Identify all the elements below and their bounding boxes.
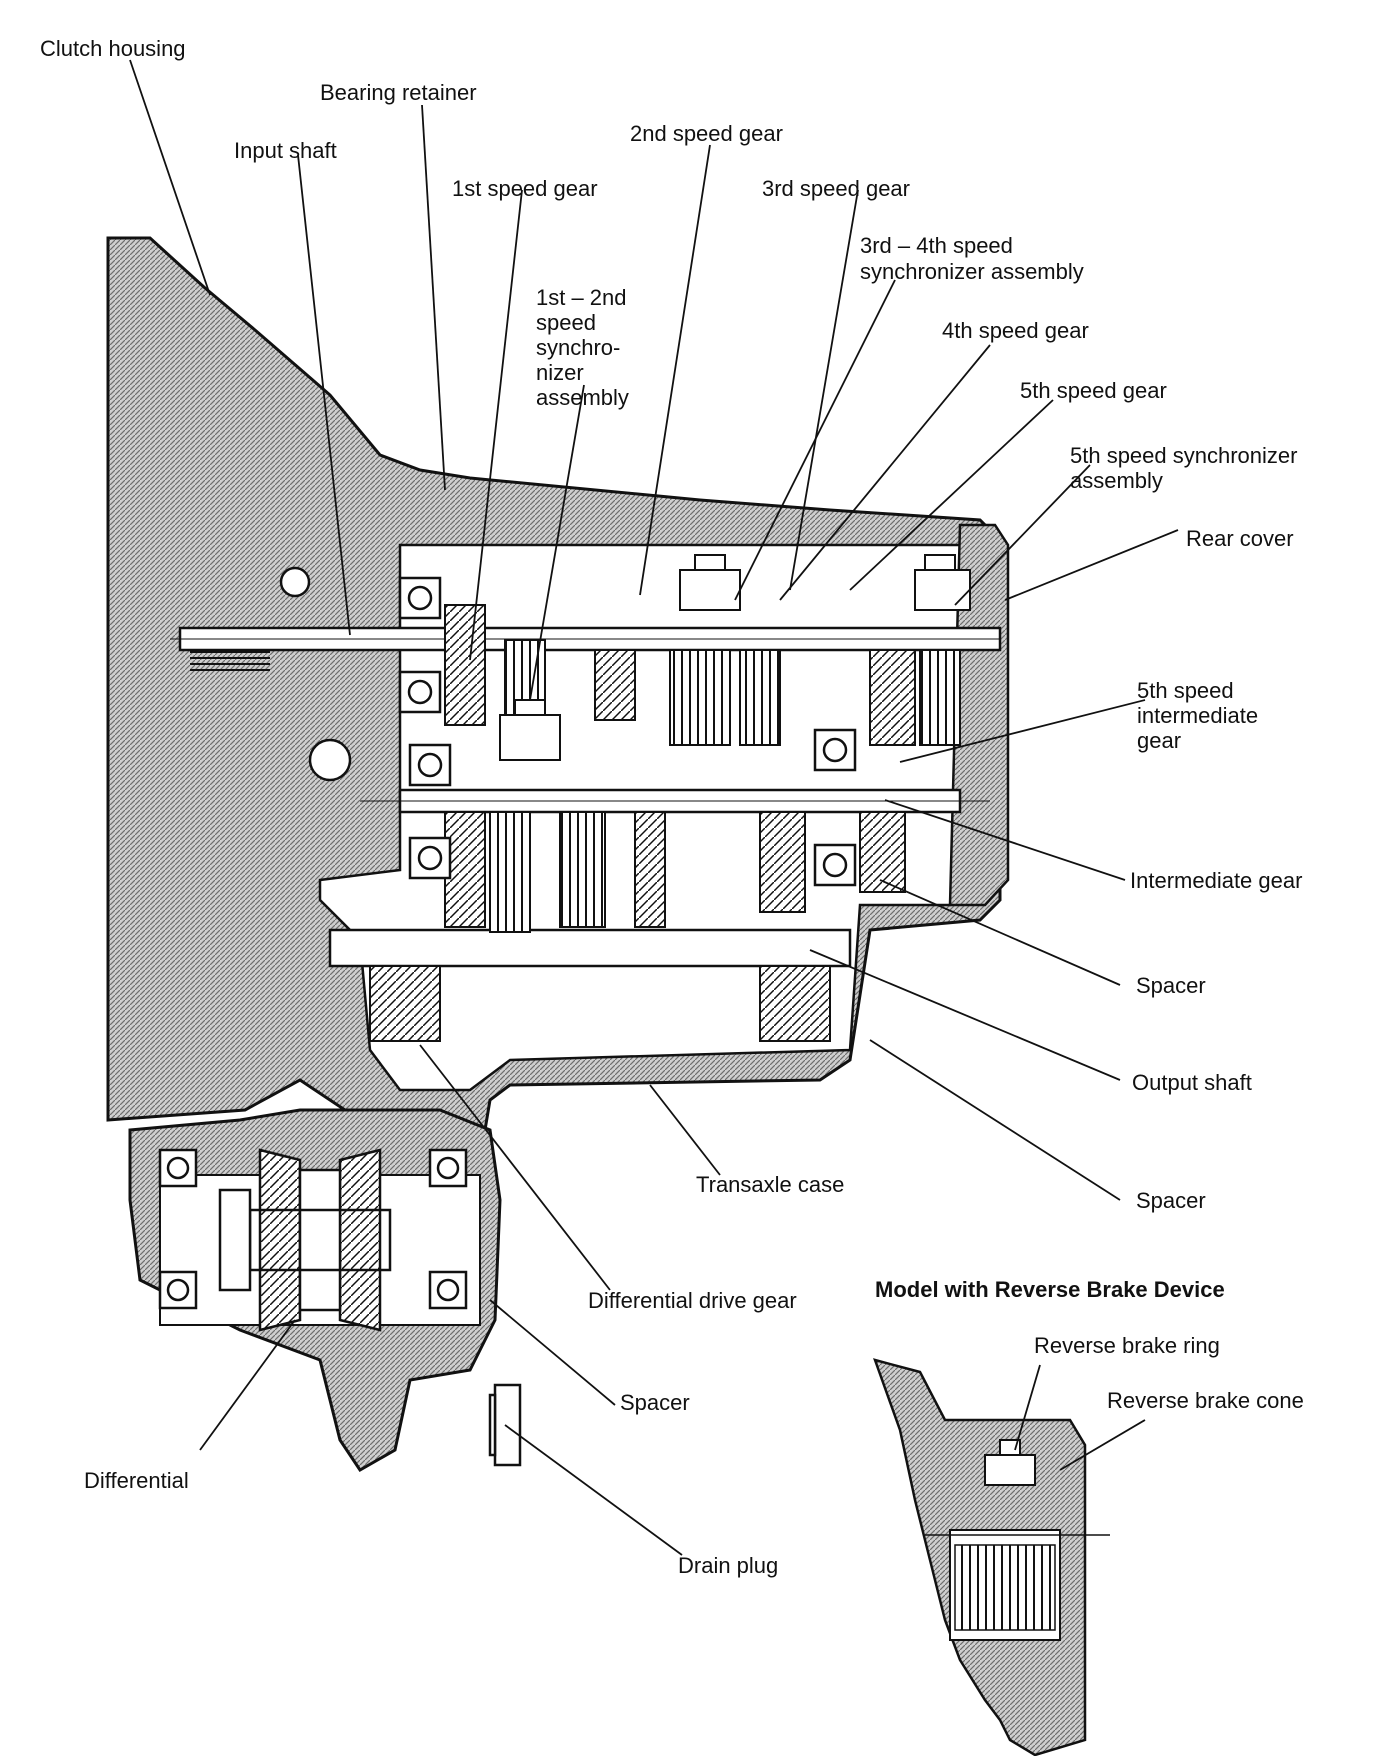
output-shaft-shape: [328, 928, 852, 968]
label-fourth-speed-gear: 4th speed gear: [942, 318, 1089, 343]
label-first-second-sync-line4: nizer: [536, 360, 584, 385]
leader-lines: [129, 59, 1179, 1556]
label-output-shaft: Output shaft: [1132, 1070, 1252, 1095]
label-bearing-retainer: Bearing retainer: [320, 80, 477, 105]
label-transaxle-case: Transaxle case: [696, 1172, 845, 1197]
label-differential: Differential: [84, 1468, 189, 1493]
label-third-speed-gear: 3rd speed gear: [762, 176, 910, 201]
label-spacer-right: Spacer: [1136, 1188, 1206, 1213]
differential-gears: [218, 1148, 392, 1332]
label-first-second-sync-line5: assembly: [536, 385, 629, 410]
label-spacer-lower: Spacer: [620, 1390, 690, 1415]
output-shaft-gears: [369, 965, 831, 1042]
label-third-fourth-sync-line1: 3rd – 4th speed: [860, 233, 1013, 258]
inset-title: Model with Reverse Brake Device: [875, 1277, 1225, 1302]
label-second-speed-gear: 2nd speed gear: [630, 121, 783, 146]
label-reverse-brake-cone: Reverse brake cone: [1107, 1388, 1304, 1413]
label-drain-plug: Drain plug: [678, 1553, 779, 1578]
label-input-shaft: Input shaft: [234, 138, 337, 163]
intermediate-shaft-gears: [444, 811, 906, 933]
reverse-brake-inset-artwork: [873, 1358, 1146, 1756]
label-fifth-speed-gear: 5th speed gear: [1020, 378, 1167, 403]
drain-plug-shape: [488, 1383, 522, 1467]
label-clutch-housing: Clutch housing: [40, 36, 186, 61]
label-intermediate-gear: Intermediate gear: [1130, 868, 1303, 893]
label-fifth-sync-line2: assembly: [1070, 468, 1163, 493]
label-third-fourth-sync-line2: synchronizer assembly: [860, 259, 1084, 284]
label-differential-drive-gear: Differential drive gear: [588, 1288, 797, 1313]
label-first-speed-gear: 1st speed gear: [452, 176, 598, 201]
label-fifth-intermediate-line3: gear: [1137, 728, 1182, 753]
intermediate-shaft-shape: [360, 788, 990, 814]
rear-cover-shape: [948, 523, 1010, 907]
input-shaft-shape: [170, 626, 1002, 671]
label-reverse-brake-ring: Reverse brake ring: [1034, 1333, 1220, 1358]
label-first-second-sync-line1: 1st – 2nd: [536, 285, 627, 310]
bearings: [158, 566, 857, 1310]
label-spacer-upper: Spacer: [1136, 973, 1206, 998]
synchronizer-shapes: [499, 554, 971, 761]
label-first-second-sync-line2: speed: [536, 310, 596, 335]
label-first-second-sync-line3: synchro-: [536, 335, 621, 360]
label-fifth-intermediate-line2: intermediate: [1137, 703, 1259, 728]
label-fifth-intermediate-line1: 5th speed: [1137, 678, 1234, 703]
label-rear-cover: Rear cover: [1186, 526, 1294, 551]
label-fifth-sync-line1: 5th speed synchronizer: [1070, 443, 1298, 468]
